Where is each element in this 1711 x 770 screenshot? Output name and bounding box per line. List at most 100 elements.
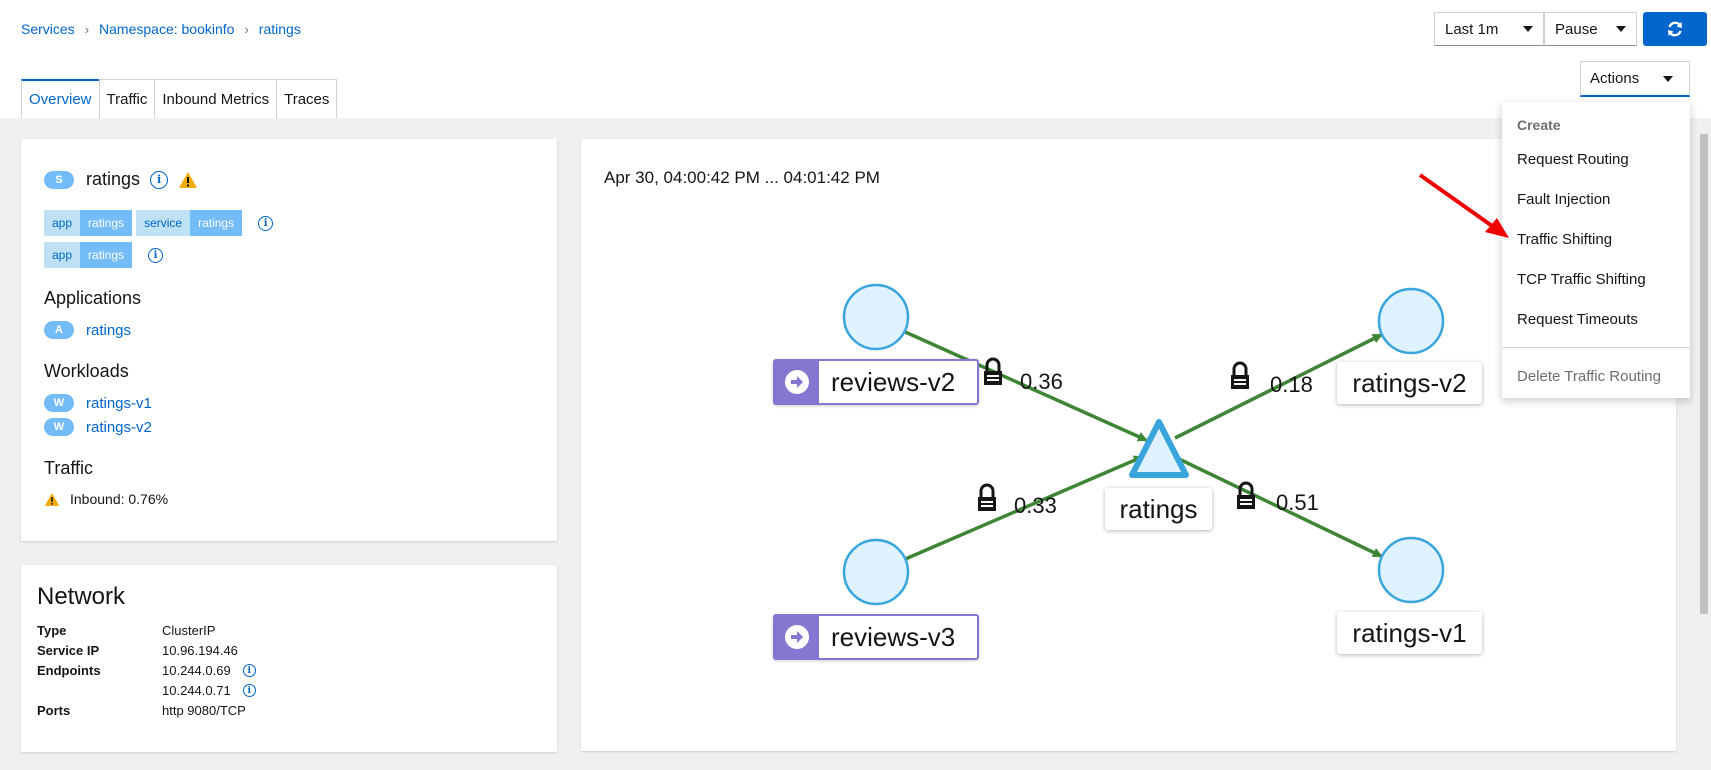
- actions-label: Actions: [1590, 70, 1640, 87]
- info-icon[interactable]: i: [150, 170, 169, 189]
- lock-icon: [1237, 481, 1255, 509]
- edge-label: 0.36: [1020, 369, 1063, 394]
- traffic-inbound-value: Inbound: 0.76%: [70, 491, 169, 507]
- page-scrollbar[interactable]: [1697, 118, 1711, 770]
- arrow-right-circle-icon: [785, 370, 809, 394]
- caret-down-icon: [1663, 75, 1673, 82]
- breadcrumb-namespace[interactable]: Namespace: bookinfo: [99, 21, 235, 37]
- edge-reviews-v2-ratings[interactable]: [902, 329, 1148, 442]
- node-label-ratings[interactable]: ratings: [1105, 488, 1212, 530]
- breadcrumb-services[interactable]: Services: [21, 21, 75, 37]
- chevron-right-icon: ›: [84, 21, 90, 37]
- application-item: A ratings: [44, 321, 534, 339]
- top-bar: Services › Namespace: bookinfo › ratings…: [0, 0, 1711, 119]
- workload-item: W ratings-v1: [44, 394, 534, 412]
- labels-row: app ratings service ratings i: [44, 210, 534, 236]
- traffic-title: Traffic: [44, 458, 94, 478]
- node-ratings-v2[interactable]: [1377, 287, 1445, 355]
- info-icon[interactable]: i: [242, 684, 256, 697]
- info-icon[interactable]: i: [148, 247, 164, 263]
- tab-traffic[interactable]: Traffic: [98, 79, 155, 119]
- lock-icon: [1231, 361, 1249, 389]
- selector-app: app ratings: [44, 242, 133, 268]
- node-reviews-v3[interactable]: [842, 538, 910, 606]
- service-name: ratings: [86, 169, 141, 189]
- duration-select[interactable]: Last 1m: [1434, 12, 1544, 46]
- scrollbar-thumb[interactable]: [1700, 134, 1708, 614]
- warning-icon[interactable]: [178, 171, 198, 189]
- edge-label: 0.18: [1270, 372, 1313, 397]
- traffic-inbound: Inbound: 0.76%: [44, 491, 534, 507]
- workloads-title: Workloads: [44, 361, 129, 381]
- tab-traces[interactable]: Traces: [276, 79, 338, 119]
- graph-card: Apr 30, 04:00:42 PM ... 04:01:42 PM: [581, 139, 1676, 751]
- network-title: Network: [37, 583, 126, 610]
- edge-label: 0.33: [1014, 493, 1057, 518]
- tab-bar: Overview Traffic Inbound Metrics Traces: [21, 79, 338, 119]
- info-icon[interactable]: i: [242, 664, 256, 677]
- network-endpoints-row: Endpoints 10.244.0.69 i: [37, 663, 541, 678]
- graph-time-range: Apr 30, 04:00:42 PM ... 04:01:42 PM: [604, 168, 880, 187]
- app-badge: A: [44, 321, 74, 339]
- actions-dropdown-menu: Create Request Routing Fault Injection T…: [1502, 102, 1690, 398]
- application-link[interactable]: ratings: [86, 321, 132, 339]
- refresh-interval-select[interactable]: Pause: [1544, 12, 1637, 46]
- warning-icon: [44, 492, 60, 506]
- workload-link[interactable]: ratings-v2: [86, 418, 152, 436]
- menu-item-request-routing[interactable]: Request Routing: [1517, 150, 1629, 168]
- traffic-graph: [842, 283, 1445, 606]
- caret-down-icon: [1523, 26, 1533, 32]
- refresh-button[interactable]: [1643, 12, 1707, 46]
- app-box-icon: [775, 361, 819, 403]
- workload-item: W ratings-v2: [44, 418, 534, 436]
- edge-label: 0.51: [1276, 490, 1319, 515]
- caret-down-icon: [1616, 26, 1626, 32]
- chevron-right-icon: ›: [244, 21, 249, 37]
- selector-row: app ratings i: [44, 242, 534, 268]
- node-label-reviews-v2[interactable]: reviews-v2: [773, 359, 979, 405]
- refresh-interval-value: Pause: [1555, 20, 1598, 38]
- network-ports-row: Ports http 9080/TCP: [37, 703, 246, 718]
- app-box-icon: [775, 616, 819, 658]
- network-type-row: Type ClusterIP: [37, 623, 216, 638]
- info-icon[interactable]: i: [258, 215, 274, 231]
- edge-ratings-ratings-v2[interactable]: [1174, 333, 1383, 440]
- network-card: Network Type ClusterIP Service IP 10.96.…: [21, 565, 557, 752]
- service-badge: S: [44, 170, 74, 189]
- arrow-right-circle-icon: [785, 625, 809, 649]
- node-reviews-v2[interactable]: [842, 283, 910, 351]
- refresh-icon: [1668, 21, 1682, 37]
- node-ratings-service[interactable]: [1129, 419, 1189, 478]
- breadcrumb-current[interactable]: ratings: [258, 21, 301, 37]
- node-label-ratings-v2[interactable]: ratings-v2: [1337, 362, 1482, 404]
- lock-icon: [984, 357, 1002, 385]
- tab-inbound-metrics[interactable]: Inbound Metrics: [154, 79, 277, 119]
- node-label-reviews-v3[interactable]: reviews-v3: [773, 614, 979, 660]
- node-label-ratings-v1[interactable]: ratings-v1: [1337, 612, 1482, 654]
- duration-value: Last 1m: [1445, 20, 1499, 38]
- label-service: service ratings: [136, 210, 243, 236]
- actions-dropdown-toggle[interactable]: Actions: [1580, 61, 1690, 97]
- workload-badge: W: [44, 418, 74, 436]
- lock-icon: [978, 483, 996, 511]
- edge-reviews-v3-ratings[interactable]: [902, 455, 1144, 562]
- menu-item-tcp-traffic-shifting[interactable]: TCP Traffic Shifting: [1517, 270, 1646, 288]
- dropdown-group-create: Create: [1517, 117, 1561, 133]
- breadcrumb: Services › Namespace: bookinfo › ratings: [21, 21, 301, 37]
- workload-badge: W: [44, 394, 74, 412]
- network-ip-row: Service IP 10.96.194.46: [37, 643, 238, 658]
- annotation-arrow-icon: [1418, 173, 1509, 238]
- edge-ratings-ratings-v1[interactable]: [1178, 457, 1383, 558]
- menu-item-traffic-shifting[interactable]: Traffic Shifting: [1517, 230, 1613, 248]
- label-app: app ratings: [44, 210, 133, 236]
- network-endpoints-row-2: 10.244.0.71 i: [37, 683, 541, 698]
- menu-item-delete-traffic-routing: Delete Traffic Routing: [1517, 367, 1661, 385]
- workload-link[interactable]: ratings-v1: [86, 394, 152, 412]
- dropdown-divider: [1502, 347, 1690, 348]
- tab-overview[interactable]: Overview: [21, 79, 99, 119]
- node-ratings-v1[interactable]: [1377, 536, 1445, 604]
- applications-title: Applications: [44, 288, 142, 308]
- service-details-card: S ratings i app ratings service ratings …: [21, 139, 557, 541]
- menu-item-request-timeouts[interactable]: Request Timeouts: [1517, 310, 1638, 328]
- menu-item-fault-injection[interactable]: Fault Injection: [1517, 190, 1611, 208]
